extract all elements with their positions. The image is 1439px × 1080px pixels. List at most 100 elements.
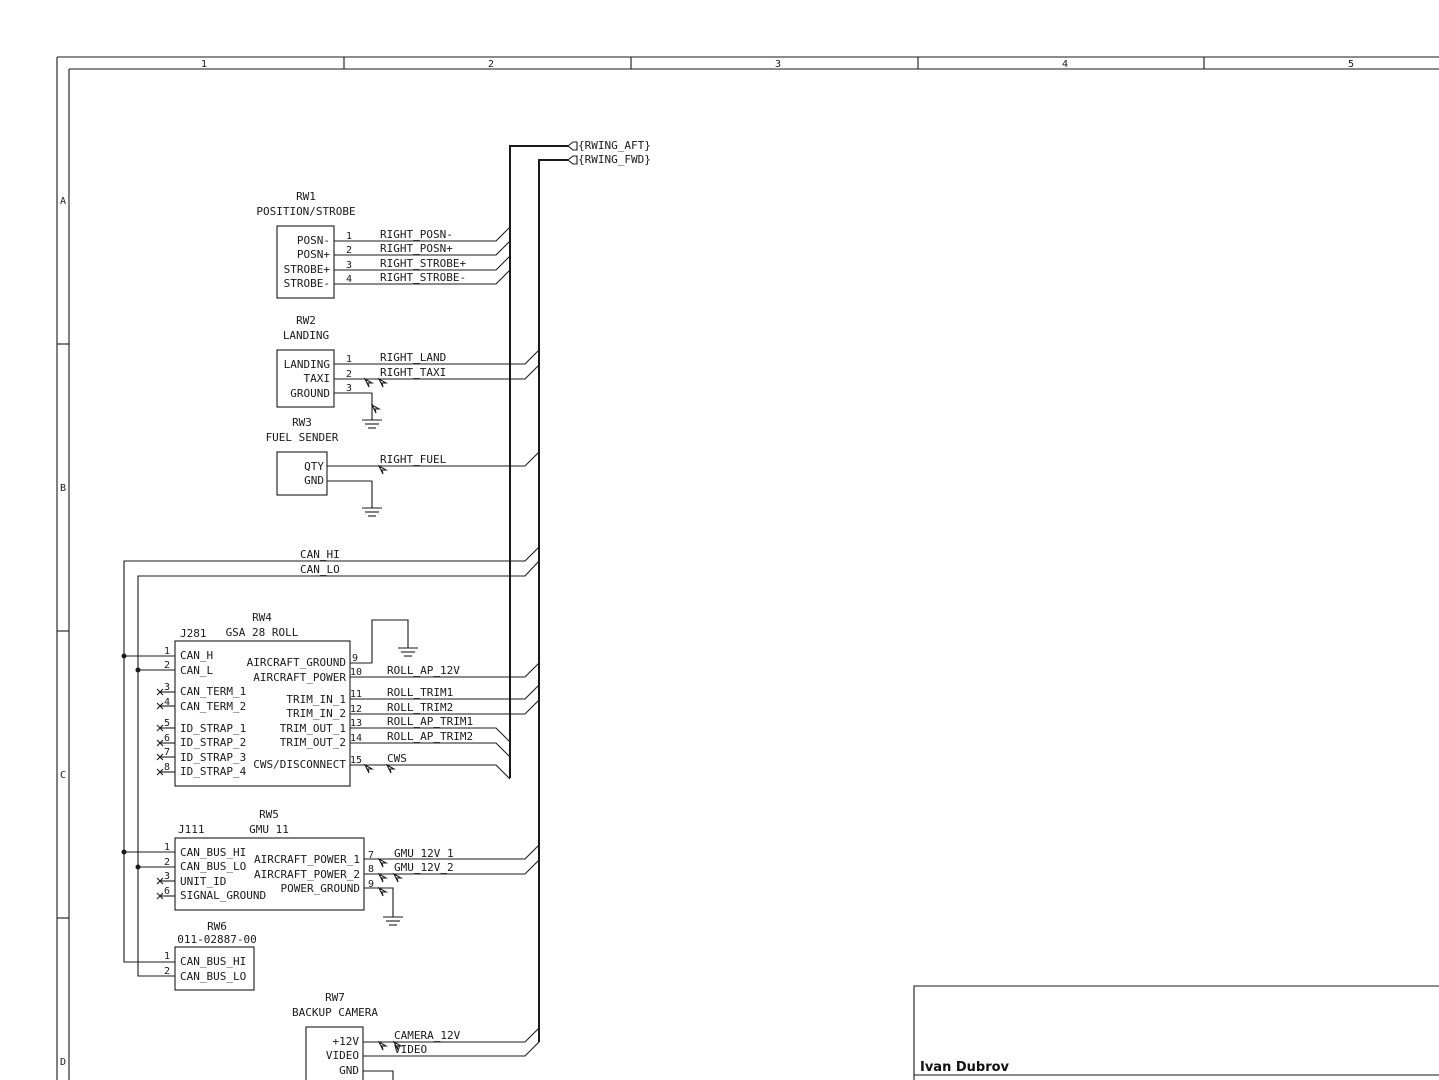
rw5-pin-aircraft-power-2: AIRCRAFT_POWER_2 <box>254 868 360 881</box>
rw4-pin-can-l: CAN_L <box>180 664 213 677</box>
rw2-pin-landing: LANDING <box>284 358 330 371</box>
net-camera-12v: CAMERA_12V <box>394 1029 461 1042</box>
component-rw6: RW6 011-02887-00 CAN_BUS_HI CAN_BUS_LO 1… <box>164 920 257 991</box>
rw1-pin-num-2: 2 <box>346 245 352 256</box>
rw1-pin-strobe-plus: STROBE+ <box>284 263 331 276</box>
rw4-pin-num-5: 5 <box>164 718 170 729</box>
no-connect-markers <box>156 877 175 900</box>
rw4-pin-aircraft-ground: AIRCRAFT_GROUND <box>247 656 346 669</box>
rw4-pin-id-strap-3: ID_STRAP_3 <box>180 751 246 764</box>
row-label-c: C <box>60 770 66 781</box>
rw5-pin-num-8: 8 <box>368 864 374 875</box>
rw4-pin-num-7: 7 <box>164 747 170 758</box>
rw6-pin-num-1: 1 <box>164 951 170 962</box>
rw5-name: GMU 11 <box>249 823 289 836</box>
rw1-pin-num-1: 1 <box>346 231 352 242</box>
rw1-pin-posn-minus: POSN- <box>297 234 330 247</box>
wire-bus <box>509 141 578 1042</box>
net-gmu-12v-1: GMU_12V_1 <box>394 847 454 860</box>
rw4-pin-trim-out-1: TRIM_OUT_1 <box>280 722 346 735</box>
rw4-pin-num-10: 10 <box>350 667 362 678</box>
rw4-pin-id-strap-2: ID_STRAP_2 <box>180 736 246 749</box>
rw3-pin-qty: QTY <box>304 460 324 473</box>
rw5-pin-power-ground: POWER_GROUND <box>281 882 360 895</box>
rw4-pin-can-term-1: CAN_TERM_1 <box>180 685 246 698</box>
rw4-pin-num-13: 13 <box>350 718 362 729</box>
rw4-pin-trim-out-2: TRIM_OUT_2 <box>280 736 346 749</box>
rw4-pin-num-12: 12 <box>350 704 362 715</box>
can-bus-wires: CAN_HI CAN_LO <box>121 546 540 977</box>
rw6-pin-num-2: 2 <box>164 966 170 977</box>
column-label-4: 4 <box>1062 59 1068 70</box>
title-block: Ivan Dubrov <box>913 985 1439 1080</box>
rw5-pin-num-3: 3 <box>164 871 170 882</box>
rw1-pin-posn-plus: POSN+ <box>297 248 330 261</box>
rw5-pin-can-bus-lo: CAN_BUS_LO <box>180 860 246 873</box>
rw5-pin-num-2: 2 <box>164 857 170 868</box>
rw2-name: LANDING <box>283 329 329 342</box>
rw2-pin-taxi: TAXI <box>304 372 331 385</box>
net-right-fuel: RIGHT_FUEL <box>380 453 447 466</box>
rw5-pin-signal-ground: SIGNAL_GROUND <box>180 889 266 902</box>
column-label-3: 3 <box>775 59 781 70</box>
component-rw5: RW5 GMU 11 J111 CAN_BUS_HI CAN_BUS_LO UN… <box>156 808 540 926</box>
rw4-pin-num-6: 6 <box>164 733 170 744</box>
net-can-lo: CAN_LO <box>300 563 340 576</box>
rw4-pin-num-1: 1 <box>164 646 170 657</box>
rw4-pin-aircraft-power: AIRCRAFT_POWER <box>253 671 346 684</box>
rw7-pin-gnd: GND <box>339 1064 359 1077</box>
rw5-pin-num-6: 6 <box>164 886 170 897</box>
rw4-pin-num-11: 11 <box>350 689 362 700</box>
component-rw3: RW3 FUEL SENDER QTY GND RIGHT_FUEL <box>266 416 540 517</box>
net-right-taxi: RIGHT_TAXI <box>380 366 446 379</box>
rw2-pin-num-2: 2 <box>346 369 352 380</box>
rw1-pin-strobe-minus: STROBE- <box>284 277 330 290</box>
net-right-posn-plus: RIGHT_POSN+ <box>380 242 453 255</box>
rw2-pin-num-3: 3 <box>346 383 352 394</box>
rw4-pin-can-h: CAN_H <box>180 649 213 662</box>
rw4-pin-num-4: 4 <box>164 697 170 708</box>
rw1-pin-num-4: 4 <box>346 274 352 285</box>
ground-symbol <box>383 916 403 926</box>
rw2-ref: RW2 <box>296 314 316 327</box>
rw2-pin-ground: GROUND <box>290 387 330 400</box>
net-gmu-12v-2: GMU_12V_2 <box>394 861 454 874</box>
rw4-pin-num-8: 8 <box>164 762 170 773</box>
net-roll-ap-trim2: ROLL_AP_TRIM2 <box>387 730 473 743</box>
bus-label-rwing-fwd: {RWING_FWD} <box>578 153 651 166</box>
net-can-hi: CAN_HI <box>300 548 340 561</box>
rw6-ref: RW6 <box>207 920 227 933</box>
rw4-pin-num-9: 9 <box>352 653 358 664</box>
ground-symbol <box>398 647 418 657</box>
rw7-ref: RW7 <box>325 991 345 1004</box>
rw4-pin-trim-in-1: TRIM_IN_1 <box>286 693 346 706</box>
rw4-pin-cws-disconnect: CWS/DISCONNECT <box>253 758 346 771</box>
rw4-pin-id-strap-1: ID_STRAP_1 <box>180 722 246 735</box>
net-right-strobe-plus: RIGHT_STROBE+ <box>380 257 466 270</box>
rw5-pin-can-bus-hi: CAN_BUS_HI <box>180 846 246 859</box>
ground-symbol <box>362 419 382 429</box>
net-roll-trim1: ROLL_TRIM1 <box>387 686 453 699</box>
rw1-name: POSITION/STROBE <box>256 205 355 218</box>
component-rw2: RW2 LANDING LANDING TAXI GROUND 1 2 3 RI… <box>276 314 540 429</box>
rw4-name: GSA 28 ROLL <box>226 626 299 639</box>
ground-symbol <box>362 507 382 517</box>
rw4-pin-trim-in-2: TRIM_IN_2 <box>286 707 346 720</box>
row-label-b: B <box>60 483 66 494</box>
row-label-a: A <box>60 196 66 207</box>
column-label-2: 2 <box>488 59 494 70</box>
net-right-posn-minus: RIGHT_POSN- <box>380 228 453 241</box>
rw5-connector: J111 <box>178 823 205 836</box>
sheet-border: 1 2 3 4 5 A B C D <box>56 56 1439 1080</box>
column-label-1: 1 <box>201 59 207 70</box>
rw1-ref: RW1 <box>296 190 316 203</box>
component-rw7: RW7 BACKUP CAMERA +12V VIDEO GND CAMERA_… <box>292 991 540 1080</box>
net-roll-ap-trim1: ROLL_AP_TRIM1 <box>387 715 473 728</box>
component-rw4: RW4 GSA 28 ROLL J281 CAN_H CAN_L CAN_TER… <box>156 611 540 787</box>
rw4-connector: J281 <box>180 627 207 640</box>
title-block-author: Ivan Dubrov <box>920 1060 1010 1075</box>
column-label-5: 5 <box>1348 59 1354 70</box>
rw5-pin-unit-id: UNIT_ID <box>180 875 226 888</box>
rw4-pin-num-15: 15 <box>350 755 362 766</box>
